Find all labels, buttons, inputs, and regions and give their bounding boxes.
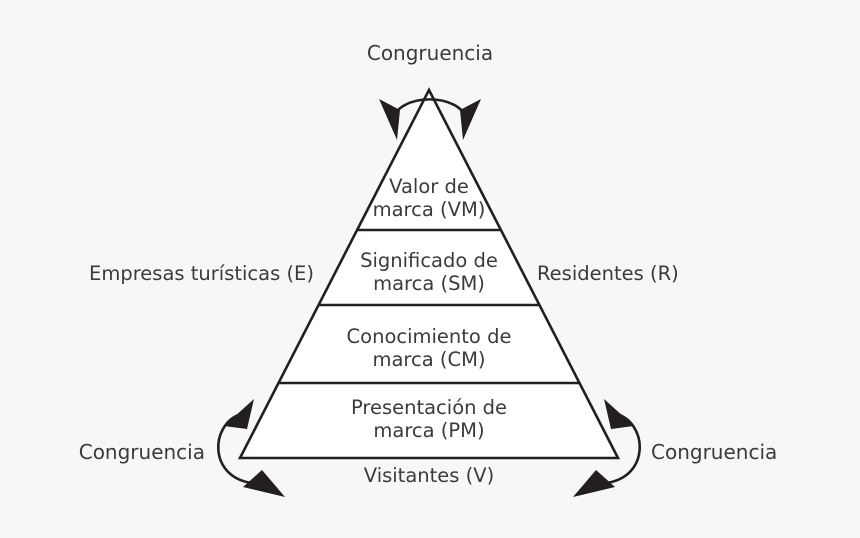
pyramid-face <box>240 90 618 458</box>
top-right-arrowhead <box>460 99 481 140</box>
label-bottom-stakeholder: Visitantes (V) <box>364 464 494 487</box>
label-left-stakeholder: Empresas turísticas (E) <box>89 262 314 285</box>
layer-cm-line2: marca (CM) <box>372 348 485 371</box>
layer-sm-line2: marca (SM) <box>373 272 485 295</box>
label-congruencia-bottom-left: Congruencia <box>79 440 205 464</box>
bottom-left-upper-arrowhead <box>224 399 254 429</box>
layer-cm-line1: Conocimiento de <box>347 325 512 348</box>
layer-pm-line2: marca (PM) <box>373 419 484 442</box>
layer-sm-line1: Significado de <box>360 249 498 272</box>
layer-vm-line2: marca (VM) <box>373 198 486 221</box>
bottom-right-lower-arrowhead <box>573 470 615 497</box>
label-congruencia-bottom-right: Congruencia <box>651 440 777 464</box>
top-left-arrowhead <box>379 99 400 140</box>
bottom-left-lower-arrowhead <box>243 470 285 497</box>
bottom-right-upper-arrowhead <box>604 399 634 429</box>
layer-vm-line1: Valor de <box>389 175 469 198</box>
label-right-stakeholder: Residentes (R) <box>537 262 679 285</box>
pyramid-outline <box>237 87 621 460</box>
layer-pm-line1: Presentación de <box>351 396 507 419</box>
label-congruencia-top: Congruencia <box>367 41 493 65</box>
